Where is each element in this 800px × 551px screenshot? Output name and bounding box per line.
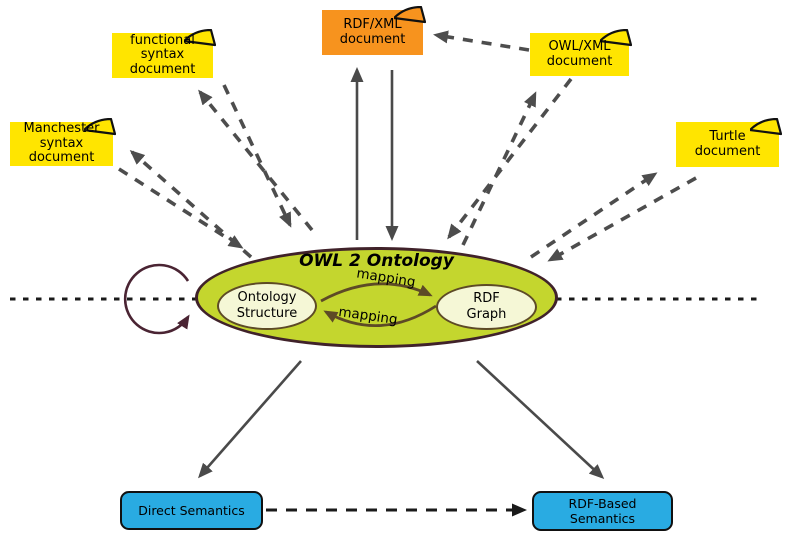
manchester-syntax-document-node: Manchester syntax document — [10, 118, 116, 166]
ontology-structure-label: Ontology Structure — [236, 290, 298, 321]
arrow-ontology-to-manchester — [129, 150, 253, 259]
folded-corner-icon — [750, 118, 782, 136]
folded-corner-icon — [600, 29, 632, 47]
ontology-structure-node: Ontology Structure — [217, 282, 317, 330]
arrow-ontology-to-direct-semantics — [198, 360, 302, 479]
rdf-based-semantics-node: RDF-Based Semantics — [532, 491, 673, 531]
arrow-ontology-to-owlxml — [461, 91, 537, 246]
arrow-ontology-to-turtle — [529, 172, 658, 259]
direct-semantics-node: Direct Semantics — [120, 491, 263, 530]
arrow-owlxml-to-ontology — [447, 77, 573, 240]
folded-corner-icon — [184, 29, 216, 47]
functional-syntax-document-node: functional syntax document — [112, 29, 216, 78]
folded-corner-icon — [394, 6, 426, 24]
owlxml-document-node: OWL/XML document — [530, 29, 632, 76]
document-label: Turtle document — [694, 128, 761, 159]
rdfxml-document-node: RDF/XML document — [322, 6, 426, 55]
arrow-ontology-to-functional — [198, 89, 314, 232]
arrow-ontology-to-rdf-based-semantics — [476, 360, 605, 480]
folded-corner-icon — [84, 118, 116, 136]
arrow-functional-to-ontology — [222, 84, 292, 228]
owl2-ontology-title: OWL 2 Ontology — [299, 251, 454, 271]
arrow-turtle-to-ontology — [547, 176, 697, 262]
ontology-self-loop-arrow — [123, 263, 190, 335]
document-label: RDF/XML document — [339, 16, 406, 47]
direct-semantics-label: Direct Semantics — [138, 503, 245, 518]
arrow-manchester-to-ontology — [118, 167, 244, 249]
arrow-owlxml-to-rdfxml — [433, 30, 530, 52]
document-label: Manchester syntax document — [23, 121, 100, 166]
rdf-graph-node: RDF Graph — [436, 284, 537, 330]
rdf-based-semantics-label: RDF-Based Semantics — [568, 496, 637, 526]
turtle-document-node: Turtle document — [676, 118, 782, 167]
document-label: functional syntax document — [129, 32, 196, 77]
rdf-graph-label: RDF Graph — [466, 291, 507, 322]
document-label: OWL/XML document — [546, 38, 613, 69]
